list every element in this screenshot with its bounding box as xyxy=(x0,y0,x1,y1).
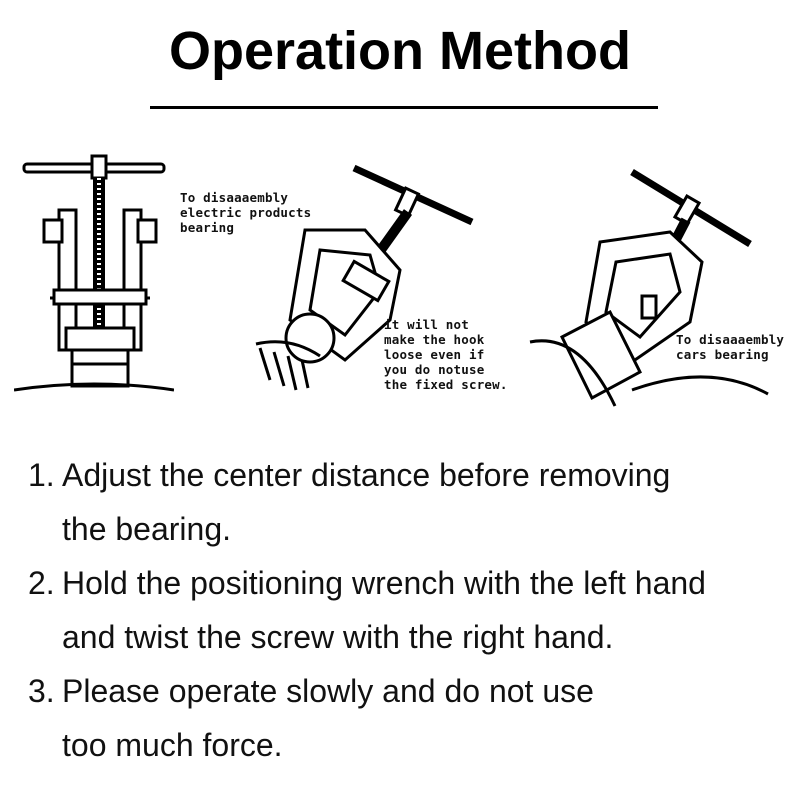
caption-electric-products: To disaaaembly electric products bearing xyxy=(180,190,312,235)
step-number: 1. xyxy=(28,457,55,493)
caption-hook-note: it will not make the hook loose even if … xyxy=(384,317,508,392)
step-text-line2: and twist the screw with the right hand. xyxy=(62,619,614,655)
step-1: 1.Adjust the center distance before remo… xyxy=(28,448,798,556)
step-text-line2: too much force. xyxy=(62,727,283,763)
bearing-puller-front-illustration xyxy=(14,154,174,392)
bearing-puller-car-illustration xyxy=(529,169,769,407)
step-2: 2.Hold the positioning wrench with the l… xyxy=(28,556,798,664)
step-text-line1: Hold the positioning wrench with the lef… xyxy=(62,565,706,601)
title-underline xyxy=(150,106,658,109)
step-3: 3.Please operate slowly and do not use t… xyxy=(28,664,798,772)
step-text-line1: Please operate slowly and do not use xyxy=(62,673,594,709)
step-number: 3. xyxy=(28,673,55,709)
step-text-line1: Adjust the center distance before removi… xyxy=(62,457,671,493)
step-text-line2: the bearing. xyxy=(62,511,232,547)
steps-list: 1.Adjust the center distance before remo… xyxy=(28,448,798,772)
step-number: 2. xyxy=(28,565,55,601)
bearing-puller-hook-illustration xyxy=(255,164,474,391)
caption-cars-bearing: To disaaaembly cars bearing xyxy=(676,332,785,362)
page-title: Operation Method xyxy=(169,21,631,81)
